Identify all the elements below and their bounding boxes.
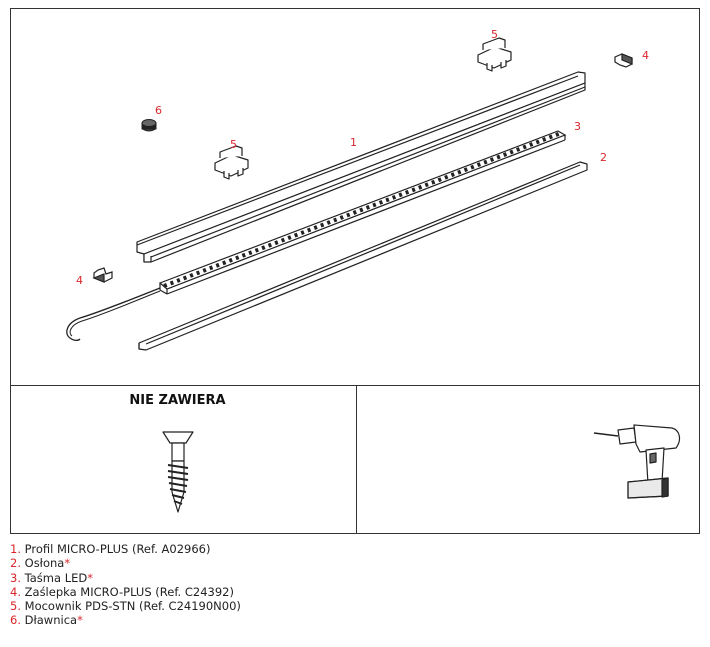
not-included-title: NIE ZAWIERA xyxy=(129,393,226,408)
assembly-diagram-frame xyxy=(10,8,700,534)
legend-item: 2. Osłona* xyxy=(10,556,71,571)
callout-1: 1 xyxy=(350,136,357,149)
end-cap-left xyxy=(92,267,113,283)
cover-part xyxy=(138,161,588,351)
parts-legend: 1. Profil MICRO-PLUS (Ref. A02966) 2. Os… xyxy=(10,542,241,628)
callout-6: 6 xyxy=(155,104,162,117)
legend-item: 4. Zaślepka MICRO-PLUS (Ref. C24392) xyxy=(10,584,234,599)
drill-icon xyxy=(593,424,681,499)
profile-part xyxy=(136,71,586,263)
callout-4-left: 4 xyxy=(76,274,83,287)
callout-5-left: 5 xyxy=(230,138,237,151)
vertical-divider xyxy=(356,385,357,533)
cable-gland-part xyxy=(141,119,157,132)
callout-3: 3 xyxy=(574,120,581,133)
legend-item: 6. Dławnica* xyxy=(10,613,83,628)
end-cap-right xyxy=(614,53,633,68)
mounting-clip-right xyxy=(477,37,512,72)
legend-item: 1. Profil MICRO-PLUS (Ref. A02966) xyxy=(10,542,211,556)
led-strip-part xyxy=(66,130,567,342)
callout-4-right: 4 xyxy=(642,49,649,62)
legend-item: 5. Mocownik PDS-STN (Ref. C24190N00) xyxy=(10,599,241,614)
callout-5-right: 5 xyxy=(491,28,498,41)
legend-item: 3. Taśma LED* xyxy=(10,570,93,585)
screw-icon xyxy=(162,431,194,513)
horizontal-divider xyxy=(11,385,699,386)
callout-2: 2 xyxy=(600,151,607,164)
mounting-clip-left xyxy=(214,145,249,180)
